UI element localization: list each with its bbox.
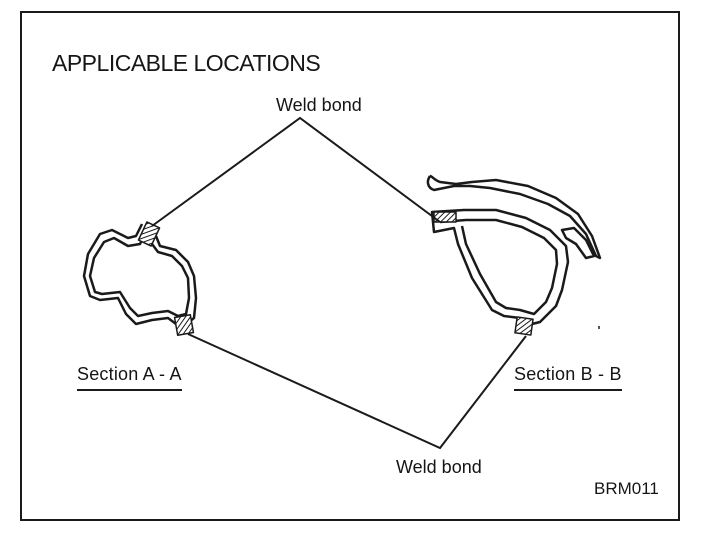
section-a-profile <box>82 221 198 337</box>
section-b-outer-wall <box>430 208 570 326</box>
section-b-inner-wall <box>439 218 559 316</box>
section-b-top-panel <box>426 174 602 260</box>
section-b-weld-bond-bottom <box>514 316 534 336</box>
figure-frame <box>20 11 680 521</box>
section-a-inner-wall <box>88 231 191 318</box>
leader-lines <box>151 116 527 450</box>
section-a-weld-bond-bottom <box>173 313 195 337</box>
section-a-outer-wall <box>82 223 198 328</box>
leader-weld-top <box>151 116 441 227</box>
section-b-profile <box>426 174 602 336</box>
section-b-side-flange <box>560 226 596 260</box>
leader-weld-bottom <box>187 333 527 450</box>
weld-bond-label-top: Weld bond <box>276 95 362 115</box>
weld-bond-label-bottom: Weld bond <box>396 457 482 477</box>
section-b-label: Section B - B <box>514 364 622 391</box>
figure-title: APPLICABLE LOCATIONS <box>52 50 321 76</box>
section-a-label: Section A - A <box>77 364 182 391</box>
figure-code: BRM011 <box>594 479 659 498</box>
